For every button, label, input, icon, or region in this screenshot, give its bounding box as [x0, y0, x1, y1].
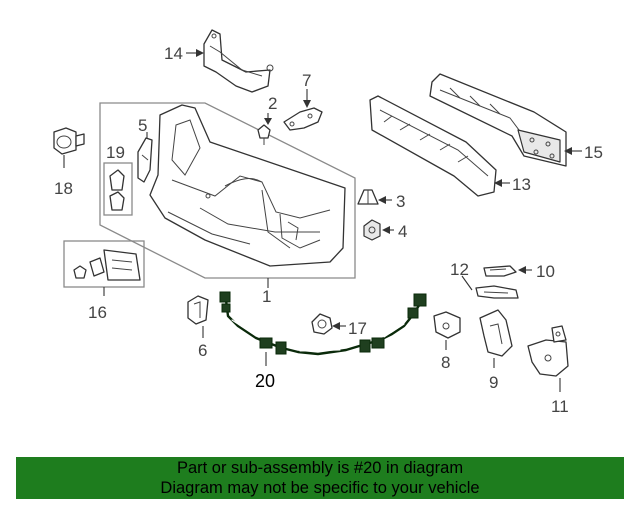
parking-sensor-17[interactable]: [311, 313, 333, 335]
callout-8: 8: [441, 353, 450, 372]
bumper-group-box: [99, 102, 356, 279]
callout-7: 7: [302, 71, 311, 90]
bracket-12[interactable]: [475, 285, 519, 299]
callout-12: 12: [450, 260, 469, 279]
energy-absorber[interactable]: [369, 95, 497, 197]
callout-15: 15: [584, 143, 603, 162]
bracket-11[interactable]: [527, 325, 569, 377]
callout-13: 13: [512, 175, 531, 194]
bracket-9[interactable]: [479, 309, 513, 357]
callout-19: 19: [106, 143, 125, 162]
callout-4: 4: [398, 222, 407, 241]
banner-line-1: Part or sub-assembly is #20 in diagram: [176, 459, 464, 477]
clip[interactable]: [257, 124, 271, 145]
callout-18: 18: [54, 179, 73, 198]
callout-20: 20: [255, 371, 275, 391]
callout-10: 10: [536, 262, 555, 281]
callout-6: 6: [198, 341, 207, 360]
callout-16: 16: [88, 303, 107, 322]
retainer-cap[interactable]: [357, 189, 379, 205]
callout-9: 9: [489, 373, 498, 392]
callout-5: 5: [138, 116, 147, 135]
callout-1: 1: [262, 287, 271, 306]
info-banner: Part or sub-assembly is #20 in diagram D…: [16, 457, 624, 499]
callout-17: 17: [348, 319, 367, 338]
bumper-cover[interactable]: [149, 104, 346, 267]
parking-sensor[interactable]: [53, 127, 85, 155]
nut[interactable]: [363, 219, 381, 241]
parts-diagram: 1 14 7 2 5 19 18: [53, 29, 603, 416]
banner-line-2: Diagram may not be specific to your vehi…: [160, 479, 480, 497]
bracket-10[interactable]: [483, 265, 517, 277]
side-retainer[interactable]: [137, 137, 153, 183]
bracket-set-box: [103, 162, 133, 216]
sensor-bracket-8[interactable]: [433, 311, 461, 339]
bracket-set[interactable]: [109, 169, 125, 211]
wire-harness[interactable]: [219, 291, 427, 356]
sensor-cover[interactable]: [187, 295, 209, 325]
callout-2: 2: [268, 94, 277, 113]
callout-3: 3: [396, 192, 405, 211]
upper-reinforcement[interactable]: [429, 73, 567, 167]
callout-14: 14: [164, 44, 183, 63]
license-bracket[interactable]: [73, 249, 141, 281]
upper-retainer-bracket[interactable]: [203, 29, 274, 93]
callout-11: 11: [551, 397, 569, 416]
side-bracket[interactable]: [283, 107, 323, 131]
